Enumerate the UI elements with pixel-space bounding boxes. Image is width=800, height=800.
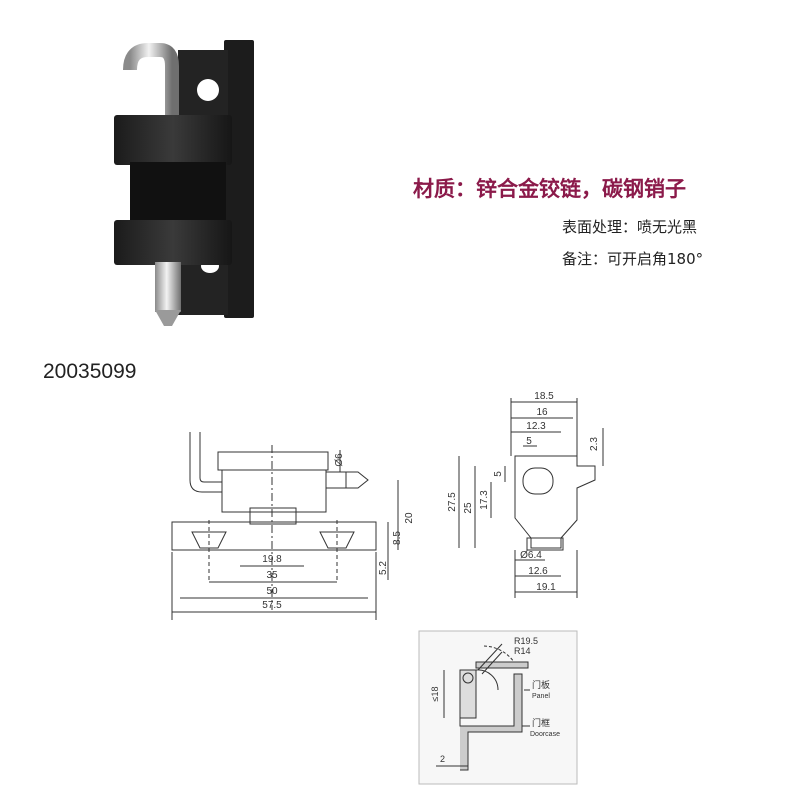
side-dim-7: 25 bbox=[463, 502, 474, 514]
note-spec: 备注：可开启角180° bbox=[562, 250, 704, 268]
side-dim-9: Ø6.4 bbox=[520, 550, 542, 561]
install-r1: R19.5 bbox=[514, 636, 538, 646]
front-dim-7: Ø6 bbox=[334, 453, 345, 467]
side-view-drawing: 18.5 16 12.3 5 2.3 5 27.5 25 17.3 Ø6.4 1… bbox=[447, 391, 604, 598]
front-dim-1: 35 bbox=[266, 570, 278, 581]
front-dim-5: 8.5 bbox=[392, 531, 403, 545]
surface-spec: 表面处理：喷无光黑 bbox=[562, 218, 698, 236]
side-dim-3: 5 bbox=[526, 436, 532, 447]
front-dim-0: 19.8 bbox=[262, 554, 282, 565]
side-dim-6: 27.5 bbox=[447, 492, 458, 512]
install-max-gap: ≤18 bbox=[430, 687, 440, 702]
side-dim-8: 17.3 bbox=[479, 490, 490, 510]
side-dim-11: 19.1 bbox=[536, 582, 556, 593]
side-dim-4: 2.3 bbox=[589, 437, 600, 451]
install-r2: R14 bbox=[514, 646, 531, 656]
material-spec: 材质：锌合金铰链，碳钢销子 bbox=[413, 177, 686, 201]
frame-label-cn: 门框 bbox=[532, 717, 550, 728]
panel-label-cn: 门板 bbox=[532, 679, 550, 690]
side-dim-1: 16 bbox=[536, 407, 548, 418]
side-dim-0: 18.5 bbox=[534, 391, 554, 402]
frame-label-en: Doorcase bbox=[530, 731, 560, 738]
install-gap: 2 bbox=[440, 754, 445, 764]
side-dim-10: 12.6 bbox=[528, 566, 548, 577]
product-code: 20035099 bbox=[43, 360, 137, 383]
product-photo bbox=[114, 40, 254, 326]
installation-drawing: R19.5 R14 ≤18 2 门板 Panel 门框 Doorcase bbox=[418, 630, 578, 785]
front-dim-6: 5.2 bbox=[378, 561, 389, 575]
front-view-drawing: 19.8 35 50 57.5 20 8.5 5.2 Ø6 bbox=[171, 432, 415, 620]
front-dim-2: 50 bbox=[266, 586, 278, 597]
side-dim-5: 5 bbox=[493, 471, 504, 477]
panel-label-en: Panel bbox=[532, 693, 550, 700]
front-dim-3: 57.5 bbox=[262, 600, 282, 611]
side-dim-2: 12.3 bbox=[526, 421, 546, 432]
front-dim-4: 20 bbox=[404, 512, 415, 524]
